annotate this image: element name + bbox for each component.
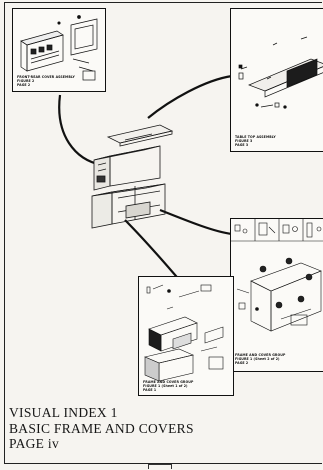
exploded-view-drawing-icon	[238, 36, 323, 109]
figure-panel-front-rear-cover[interactable]: FRONT-REAR COVER ASSEMBLY FIGURE 2 PAGE …	[12, 8, 106, 92]
exploded-view-drawing-icon	[20, 15, 98, 81]
visual-index-title: VISUAL INDEX 1 BASIC FRAME AND COVERS PA…	[9, 405, 194, 452]
exploded-view-drawing-icon	[231, 219, 323, 332]
figure-caption: TABLE TOP ASSEMBLY FIGURE 3 PAGE 3	[235, 135, 276, 147]
exploded-view-drawing-icon	[144, 284, 224, 382]
figure-panel-table-top[interactable]: TABLE TOP ASSEMBLY FIGURE 3 PAGE 3	[230, 8, 323, 152]
basic-frame-isometric-drawing	[91, 124, 174, 229]
figure-caption: FRAME AND COVER GROUP FIGURE 1 (Sheet 2 …	[235, 353, 286, 365]
page-tab-mark	[148, 464, 172, 469]
figure-panel-frame-cover-sheet-1[interactable]: FRAME AND COVER GROUP FIGURE 1 (Sheet 1 …	[138, 276, 234, 396]
figure-panel-frame-cover-sheet-2[interactable]: FRAME AND COVER GROUP FIGURE 1 (Sheet 2 …	[230, 218, 323, 372]
index-page-label: PAGE iv	[9, 436, 59, 451]
figure-caption: FRONT-REAR COVER ASSEMBLY FIGURE 2 PAGE …	[17, 75, 75, 87]
figure-caption: FRAME AND COVER GROUP FIGURE 1 (Sheet 1 …	[143, 380, 194, 392]
index-title-line-1: VISUAL INDEX 1	[9, 405, 118, 420]
index-title-line-2: BASIC FRAME AND COVERS	[9, 420, 194, 436]
page-border	[4, 2, 322, 464]
